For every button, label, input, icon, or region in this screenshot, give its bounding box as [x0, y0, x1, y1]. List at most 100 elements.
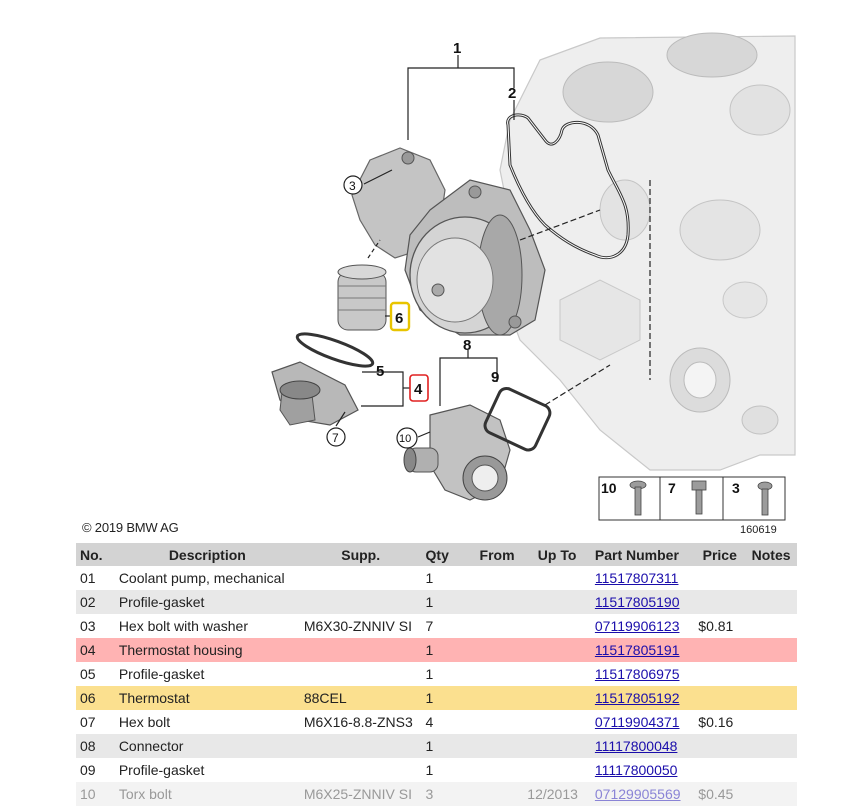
callout-4-highlight[interactable]: 4 [409, 374, 429, 402]
cell-part-number: 07129905569 [590, 782, 695, 806]
callout-9[interactable]: 9 [491, 369, 499, 386]
cell-notes [745, 710, 797, 734]
cell-up-to [523, 590, 591, 614]
cell-description: Thermostat housing [114, 638, 300, 662]
part-number-link[interactable]: 11517805191 [594, 642, 680, 658]
cell-notes [745, 662, 797, 686]
callout-10-circle[interactable]: 10 [396, 427, 418, 449]
cell-description: Torx bolt [114, 782, 300, 806]
part-number-link[interactable]: 11517807311 [594, 570, 679, 586]
col-header-no: No. [76, 543, 115, 566]
parts-diagram: 1 2 5 8 9 3 7 10 4 6 10 7 3 [271, 32, 796, 536]
callout-8[interactable]: 8 [463, 337, 471, 354]
cell-qty: 4 [421, 710, 471, 734]
cell-from [470, 734, 524, 758]
cell-description: Coolant pump, mechanical [114, 566, 300, 590]
cell-supp [299, 566, 422, 590]
cell-from [470, 686, 524, 710]
profile-gasket-5 [295, 332, 375, 368]
cell-part-number: 11517805191 [590, 638, 695, 662]
cell-supp: M6X30-ZNNIV SI [299, 614, 422, 638]
cell-no: 03 [76, 614, 115, 638]
cell-price [694, 758, 746, 782]
cell-from [470, 638, 524, 662]
cell-no: 07 [76, 710, 115, 734]
part-number-link[interactable]: 11117800050 [594, 762, 678, 778]
svg-text:3: 3 [349, 179, 356, 193]
callout-5[interactable]: 5 [376, 363, 384, 380]
fastener-key: 10 7 3 [598, 476, 786, 521]
callout-3-circle[interactable]: 3 [343, 175, 363, 195]
coolant-pump [404, 179, 546, 336]
callout-7-circle[interactable]: 7 [326, 427, 346, 447]
part-number-link[interactable]: 07119904371 [594, 714, 680, 730]
col-header-part-number: Part Number [590, 543, 695, 566]
cell-description: Hex bolt [114, 710, 300, 734]
part-number-link[interactable]: 11517805190 [594, 594, 680, 610]
cell-up-to [523, 638, 591, 662]
cell-no: 09 [76, 758, 115, 782]
cell-qty: 1 [421, 590, 471, 614]
cell-from [470, 566, 524, 590]
cell-up-to: 12/2013 [523, 782, 591, 806]
cell-notes [745, 734, 797, 758]
hex-bolt-washer-icon [757, 481, 773, 516]
table-header-row: No. Description Supp. Qty From Up To Par… [76, 543, 797, 566]
cell-qty: 3 [421, 782, 471, 806]
cell-qty: 1 [421, 638, 471, 662]
cell-supp [299, 734, 422, 758]
leader-lines [335, 55, 651, 438]
cell-supp [299, 662, 422, 686]
cell-price [694, 686, 746, 710]
cell-description: Hex bolt with washer [114, 614, 300, 638]
cell-no: 05 [76, 662, 115, 686]
part-number-link[interactable]: 11517805192 [594, 690, 680, 706]
cell-supp [299, 590, 422, 614]
cell-part-number: 11517806975 [590, 662, 695, 686]
cell-part-number: 11117800050 [590, 758, 695, 782]
image-code: 160619 [740, 524, 777, 536]
profile-gasket-9 [483, 386, 552, 452]
cell-price [694, 662, 746, 686]
part-number-link[interactable]: 11517806975 [594, 666, 680, 682]
cell-description: Profile-gasket [114, 758, 300, 782]
profile-gasket-outline [506, 113, 630, 260]
cell-qty: 1 [421, 758, 471, 782]
key-label-7: 7 [668, 480, 676, 496]
cell-qty: 1 [421, 662, 471, 686]
col-header-notes: Notes [745, 543, 797, 566]
key-label-10: 10 [601, 480, 617, 496]
cell-description: Profile-gasket [114, 662, 300, 686]
cell-supp: 88CEL [299, 686, 422, 710]
cell-description: Profile-gasket [114, 590, 300, 614]
part-number-link[interactable]: 07129905569 [594, 786, 681, 802]
callout-2[interactable]: 2 [508, 85, 516, 102]
cell-up-to [523, 614, 591, 638]
thermostat-housing [271, 361, 359, 426]
callout-1[interactable]: 1 [453, 40, 461, 57]
cell-description: Thermostat [114, 686, 300, 710]
cell-up-to [523, 662, 591, 686]
cell-no: 01 [76, 566, 115, 590]
cell-part-number: 07119904371 [590, 710, 695, 734]
parts-table: No. Description Supp. Qty From Up To Par… [76, 543, 797, 806]
part-number-link[interactable]: 07119906123 [594, 618, 680, 634]
part-number-link[interactable]: 11117800048 [594, 738, 678, 754]
thermostat [337, 264, 387, 331]
svg-text:4: 4 [414, 381, 423, 398]
cell-qty: 7 [421, 614, 471, 638]
svg-text:7: 7 [332, 431, 339, 445]
cell-price: $0.81 [694, 614, 746, 638]
callout-6-highlight[interactable]: 6 [389, 301, 411, 332]
cell-up-to [523, 734, 591, 758]
